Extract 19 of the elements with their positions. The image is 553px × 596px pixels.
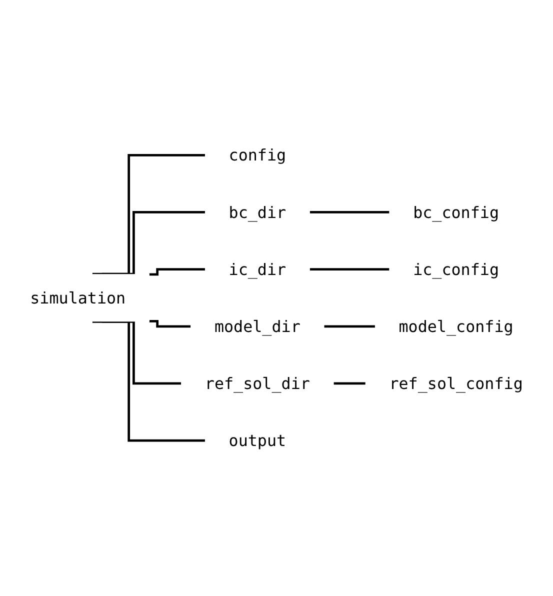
node-text: ref_sol_dir <box>204 374 310 394</box>
connector <box>92 154 205 276</box>
node-text: model_dir <box>214 317 300 336</box>
node-text: ref_sol_config <box>389 374 523 394</box>
node-text: bc_dir <box>228 202 286 222</box>
node-text: ic_dir <box>228 260 286 279</box>
node-text: config <box>228 146 286 165</box>
node-text: output <box>228 431 286 450</box>
connector <box>334 382 366 385</box>
connector <box>92 320 205 442</box>
node-text: ic_config <box>413 260 499 279</box>
node-text: model_config <box>398 317 514 336</box>
connector <box>310 268 390 271</box>
connector <box>102 211 205 276</box>
connector <box>310 211 390 214</box>
connector <box>149 268 205 276</box>
node-text: bc_config <box>413 202 499 222</box>
connector <box>324 325 375 328</box>
connector <box>149 320 191 328</box>
